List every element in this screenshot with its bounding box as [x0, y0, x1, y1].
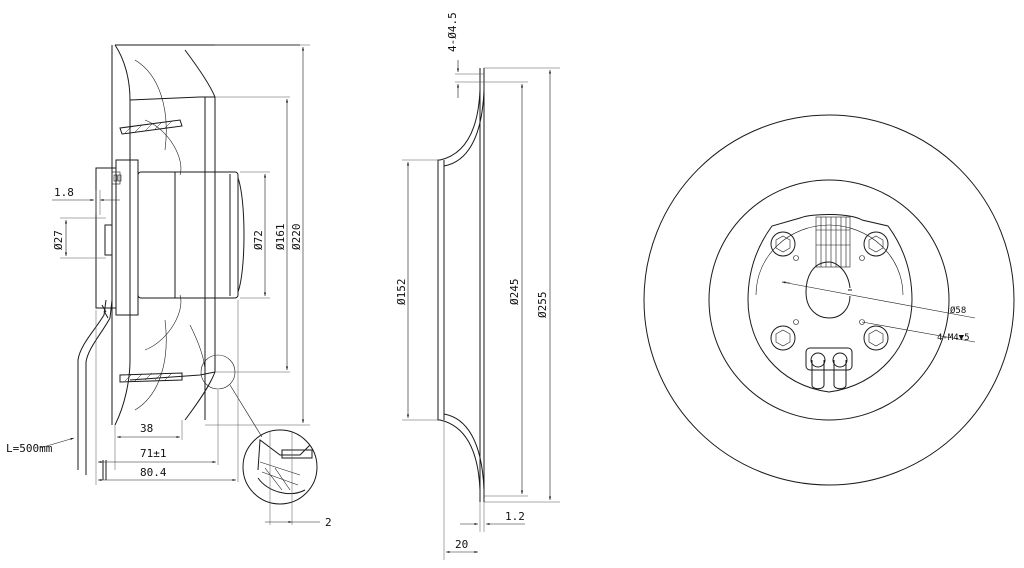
- dim-holes: 4-Ø4.5: [446, 12, 459, 52]
- dim-d27: Ø27: [52, 230, 65, 250]
- dim-1-2: 1.2: [505, 510, 525, 523]
- dim-d255: Ø255: [536, 292, 549, 319]
- front-view-dims: Ø58 4-M4▼5: [781, 281, 976, 343]
- detail-view: 2: [242, 429, 332, 529]
- dim-80-4: 80.4: [140, 466, 167, 479]
- dim-d161: Ø161: [274, 224, 287, 251]
- outer-ring: [643, 114, 1015, 486]
- section-view-dims: Ø255 Ø245 Ø152 4-Ø4.5 1.2 20: [395, 12, 560, 560]
- impeller-profile: [111, 44, 300, 426]
- dim-d220: Ø220: [290, 224, 303, 251]
- dim-71: 71±1: [140, 447, 167, 460]
- front-view: Ø58 4-M4▼5: [643, 114, 1015, 486]
- shaft-ring: [805, 261, 851, 319]
- side-view-bottom-dims: 38 71±1 80.4 L=500mm: [6, 300, 239, 485]
- dim-d72: Ø72: [252, 230, 265, 250]
- inner-ring: [708, 179, 950, 421]
- dim-20: 20: [455, 538, 468, 551]
- dim-d152: Ø152: [395, 279, 408, 306]
- section-view: Ø255 Ø245 Ø152 4-Ø4.5 1.2 20: [395, 12, 560, 560]
- dim-38: 38: [140, 422, 153, 435]
- detail-dim-2: 2: [325, 516, 332, 529]
- cable-length: L=500mm: [6, 442, 53, 455]
- side-view-left-dims: 1.8 Ø27: [52, 186, 120, 259]
- dim-1-8: 1.8: [54, 186, 74, 199]
- cable-gland: [805, 347, 853, 390]
- motor-body: [95, 159, 245, 316]
- mounting-screws: [770, 231, 889, 351]
- dim-d245: Ø245: [508, 279, 521, 306]
- dim-threads: 4-M4▼5: [937, 333, 970, 343]
- side-view-diameter-dims: Ø220 Ø161 Ø72: [205, 44, 310, 426]
- cable: [77, 299, 113, 480]
- side-view: 2 Ø220 Ø161 Ø72 1.8 Ø27: [6, 44, 332, 529]
- inlet-ring-profile: [437, 68, 485, 502]
- dim-d58: Ø58: [950, 305, 966, 316]
